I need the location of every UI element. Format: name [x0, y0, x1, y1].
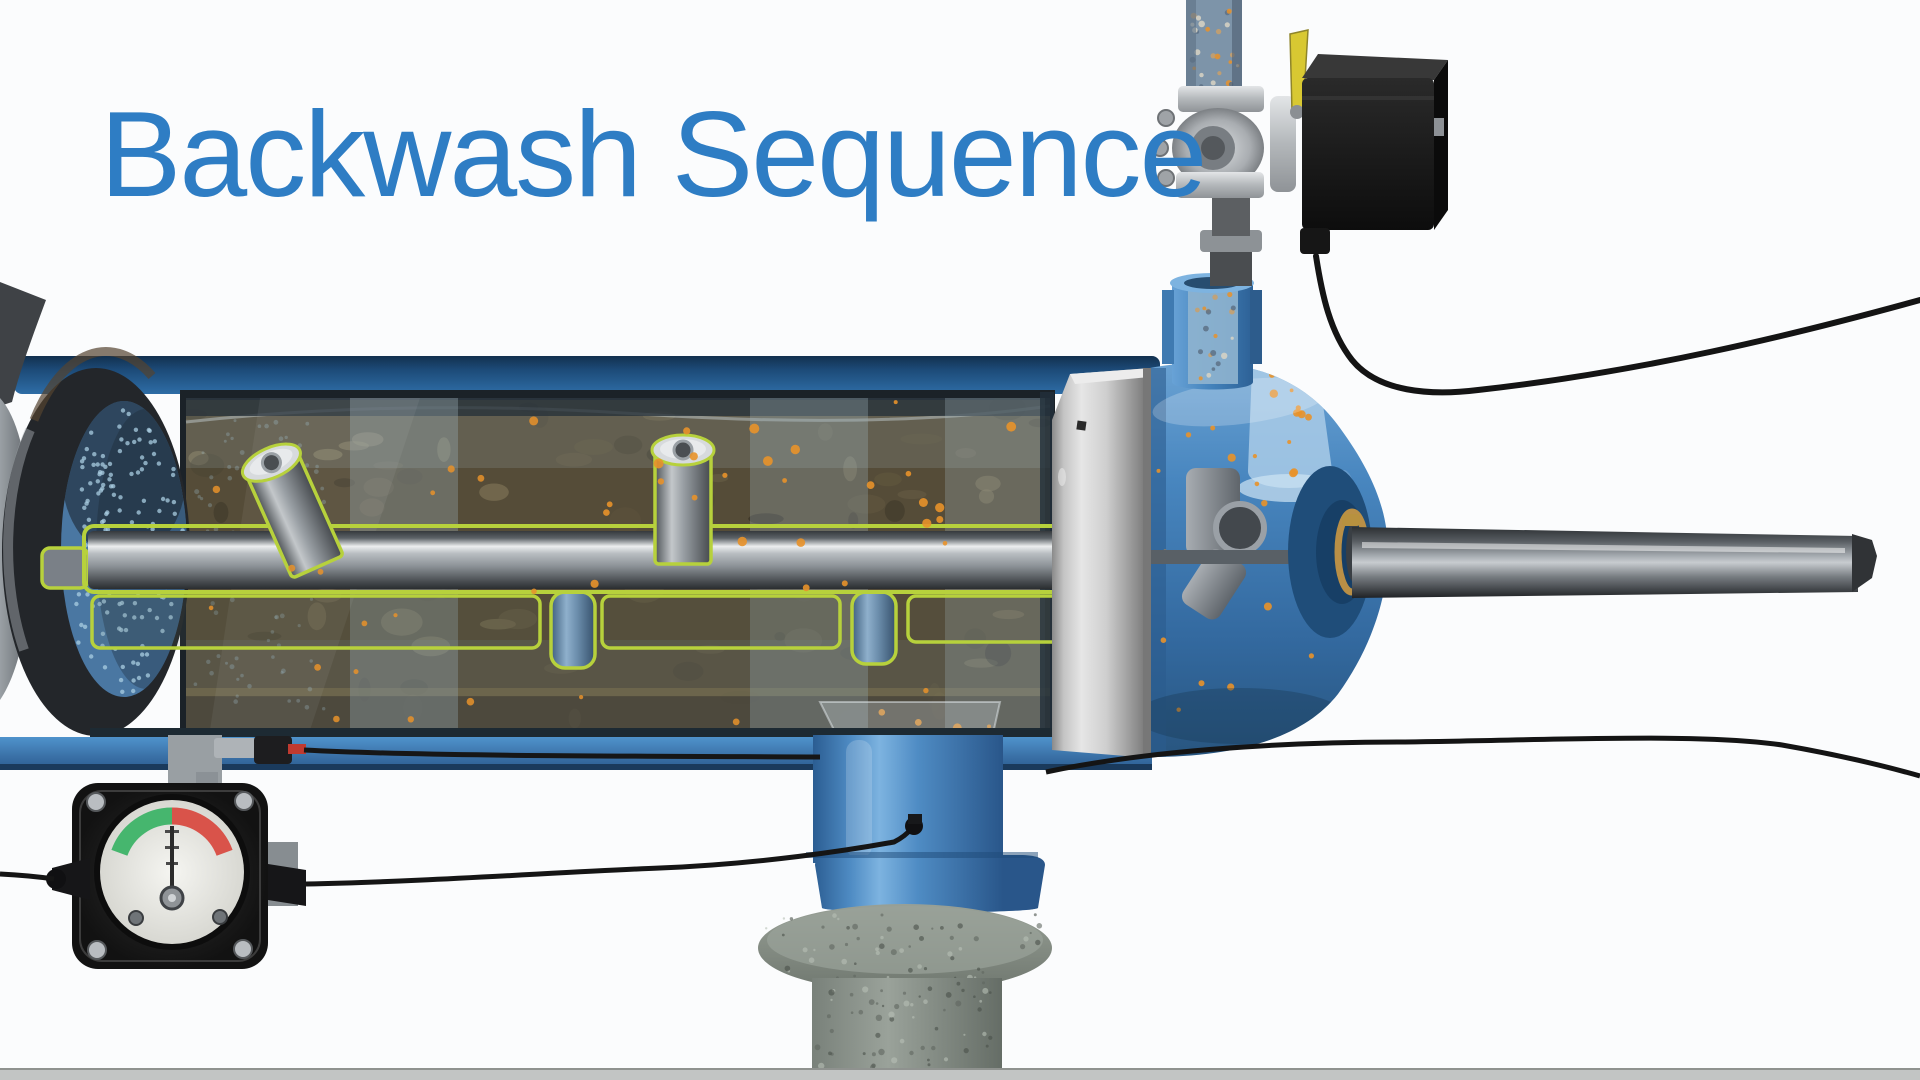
gauge-right-port: [268, 864, 306, 906]
concrete-pipe: [812, 978, 1002, 1074]
lower-lateral-outline: [90, 594, 542, 650]
lower-lateral-outline: [600, 594, 842, 650]
actuator-port: [1434, 118, 1444, 136]
collar-pipe-water: [1188, 282, 1238, 384]
valve-mount-flange: [1270, 96, 1296, 192]
gauge-needle: [170, 826, 174, 900]
gauge-green-zone-arc: [111, 807, 173, 857]
drain-pipe: [813, 735, 1003, 863]
red-wire-band: [288, 744, 306, 754]
actuator-cable: [1313, 253, 1920, 396]
tank-bottom-line: [0, 764, 1152, 770]
cable-gland: [1300, 228, 1330, 254]
drain-flange: [815, 855, 1045, 913]
gauge-left-port: [52, 858, 90, 900]
upper-nozzle-left: [240, 442, 344, 579]
floor-strip: [0, 1070, 1920, 1080]
band-bolt: [1076, 420, 1087, 431]
pressure-gauge: [46, 735, 821, 969]
filter-tank: [0, 282, 1160, 770]
clamp-band: [1052, 368, 1151, 758]
down-nozzle-left: [549, 590, 597, 670]
inner-shaft: [1150, 550, 1314, 564]
dome-end: [1150, 362, 1388, 757]
gauge-corner-screws: [86, 791, 254, 960]
shaft-tip: [1852, 534, 1877, 592]
tank-top-band: [14, 356, 1160, 394]
drive-shaft: [1352, 527, 1877, 598]
gauge-red-zone-arc: [171, 807, 233, 857]
drain-pipe-assembly: [758, 735, 1052, 1074]
page-title: Backwash Sequence: [100, 86, 1205, 222]
riser-pipe: [1210, 250, 1252, 286]
sensor-cable: [303, 747, 821, 760]
left-pipe-stub: [0, 282, 46, 406]
drain-cable-right: [1045, 735, 1920, 779]
ball-valve: [1151, 86, 1296, 198]
inlet-valve-assembly: [1151, 0, 1920, 396]
lateral-shaft-assembly: [40, 433, 1082, 670]
sensor-cable-drain: [305, 826, 914, 887]
inlet-stream: [1247, 368, 1332, 488]
sensor-connector: [254, 736, 292, 764]
internal-elbow-fitting: [1181, 468, 1267, 620]
floor-line: [0, 1068, 1920, 1071]
valve-actuator: [1300, 54, 1448, 254]
upper-nozzle-center: [650, 433, 716, 566]
sensor-cable-left: [0, 871, 55, 882]
shaft-end-nub: [40, 546, 90, 590]
lower-lateral-outline: [906, 594, 1074, 644]
center-shaft: [88, 531, 1078, 589]
tank-bottom-edge: [90, 728, 1152, 738]
down-nozzle-right: [850, 590, 898, 666]
concrete-pedestal: [758, 904, 1052, 1074]
